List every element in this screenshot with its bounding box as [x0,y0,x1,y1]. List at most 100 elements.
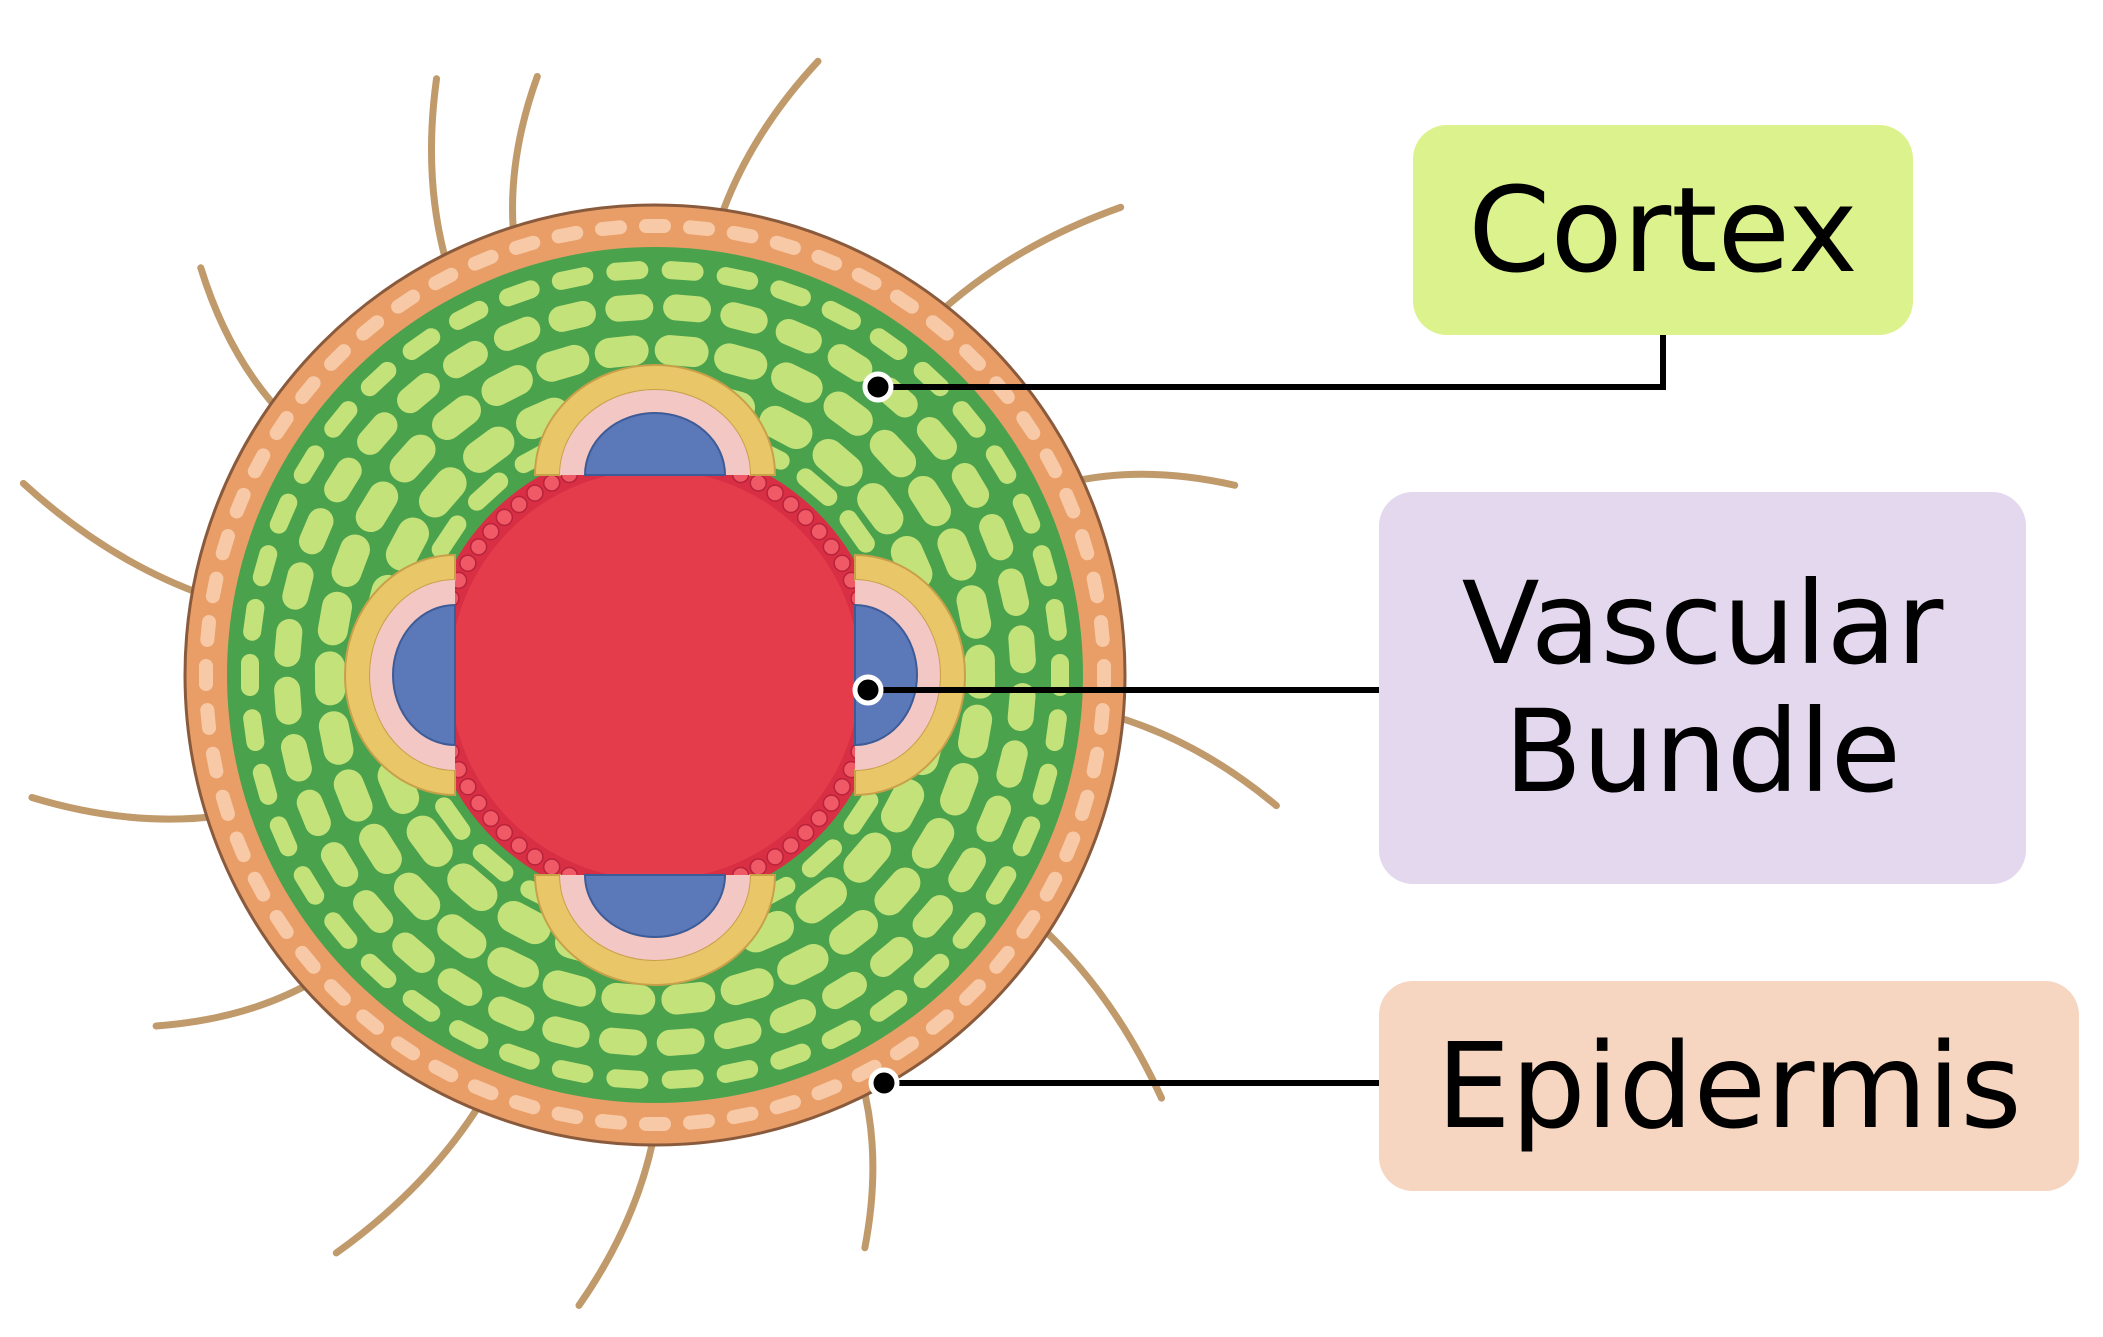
epidermis-cell [509,235,541,255]
vascular-bundle [344,553,456,797]
cortex-cell [252,545,278,587]
epidermis-cell [959,979,986,1006]
cortex-cell [661,261,704,281]
cortex-cell [463,426,515,473]
epidermis-cell [295,376,321,405]
epidermis-cell [595,1113,627,1130]
pericycle-cell [542,858,561,876]
cortex-cell [551,1060,594,1083]
cortex-cell [796,468,838,506]
pericycle-cell [810,809,828,828]
epidermis-cell [889,1036,919,1061]
root-hair [332,1093,489,1257]
cortex-cell [393,872,441,921]
phloem-tissue [560,390,750,475]
root-hair [152,975,321,1030]
cortex-cell [759,405,813,450]
vascular-bundle-label-box: Vascular Bundle [1379,492,2026,884]
cortex-cell [324,401,358,438]
cortex-cell [937,528,977,581]
pericycle-cell [796,508,815,527]
cortex-cell [976,795,1012,842]
epidermis-cell [1086,746,1105,779]
epidermis-leader-dot [868,1067,900,1099]
pericycle-cell [749,858,768,876]
cortex-cell [777,943,829,985]
cortex-cell [542,970,596,1007]
epidermis-cell [959,344,986,371]
cortex-cell [598,1027,647,1056]
cortex-cell [493,316,541,351]
epidermis-cell [1059,831,1081,863]
cortex-cell [406,815,453,867]
cortex-cell [317,591,353,646]
cortex-cell [1007,683,1036,732]
epidermis-cell [467,249,499,271]
epidermis-cell [199,659,213,691]
cortex-cell [996,740,1028,788]
epidermis-cell [683,1113,715,1130]
cortex-cell [839,510,875,553]
cortex-cell [720,968,774,1006]
epidermis-cell [1093,703,1110,735]
epidermis-cell [1016,909,1041,939]
cortex-cell [355,481,399,533]
cortex-cell [913,953,950,989]
cortex-cell [359,823,402,875]
cortex-cell [435,797,471,840]
cortex-cell [357,412,398,455]
cortex-cell [497,900,551,945]
cortex-cell [324,912,358,949]
cortex-cell [829,910,879,955]
cortex-cell [912,895,953,938]
cortex-cell [282,562,314,610]
epidermis-cell [551,1106,584,1125]
cortex-cell [874,867,921,916]
cortex-cell [985,445,1017,484]
cortex-cell [449,300,489,330]
vascular-bundle [533,874,777,986]
cortex-cell [714,343,768,380]
cortex-cell [536,344,590,382]
phloem-tissue [560,875,750,960]
cortex-cell [964,644,996,699]
cortex-cell [594,335,649,368]
cortex-cell [293,445,325,484]
root-hair [1033,919,1166,1102]
root-hair [1063,470,1239,489]
cortex-cell [1012,816,1041,857]
root-hair [197,264,286,418]
cortex-cell [663,294,712,323]
cortex-cell [916,417,957,460]
pericycle-cell [510,836,528,855]
cortex-cell [437,968,483,1006]
pericycle-cell [833,554,851,572]
cortex-cell [443,340,488,379]
epidermis-cell [269,909,294,939]
cortex-cell [870,936,913,977]
cortex-cell [318,711,354,765]
cortex-cell [940,763,979,816]
cortex-cell [716,1060,759,1083]
epidermis-cell [1097,659,1111,691]
epidermis-cell [889,289,919,314]
cortex-cell [449,1020,489,1050]
cortex-cell [314,651,346,706]
epidermis-cell [726,225,759,244]
cortex-cell [948,847,986,893]
cortex-cell [1045,598,1067,641]
vascular-bundle [854,553,966,797]
cortex-cell [857,483,904,535]
vascular-leader-dot [852,674,884,706]
cortex-cell [1008,625,1036,674]
epidermis-cell [1075,529,1095,561]
root-hair [28,794,226,823]
cortex-cell [274,676,302,725]
epidermis-cell [356,315,385,341]
cortex-cell [488,996,535,1032]
epidermis-cell [811,249,843,271]
cortex-cell [296,789,331,837]
epidermis-cell [811,1079,843,1101]
cortex-leader-line [878,335,1666,390]
